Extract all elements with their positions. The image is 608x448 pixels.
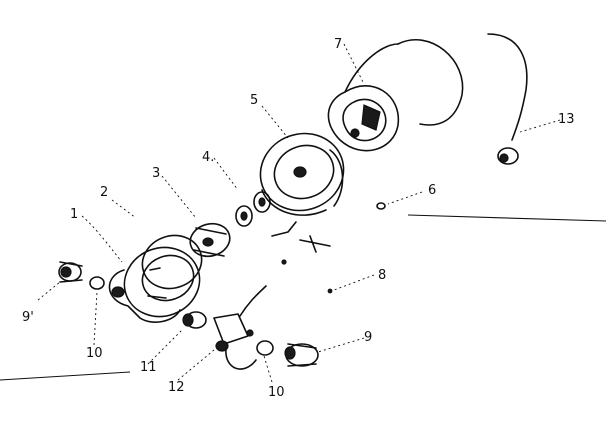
callout-9-left: 9' — [22, 310, 34, 325]
callout-7: 7 — [334, 37, 342, 52]
divider-line-right — [407, 214, 607, 222]
pump-body — [108, 246, 201, 323]
shaft-seal — [235, 191, 271, 227]
leader-lines — [37, 43, 561, 383]
gasket — [141, 234, 203, 290]
callout-8: 8 — [378, 268, 386, 283]
callout-10-right: 10 — [268, 385, 285, 400]
part-8-screw — [281, 259, 287, 265]
part-6-fitting — [376, 202, 386, 210]
callout-10-left: 10 — [86, 346, 103, 361]
impeller — [189, 222, 231, 258]
seal-plate — [259, 132, 345, 216]
power-cord — [487, 33, 528, 141]
callout-2: 2 — [100, 185, 108, 200]
callout-9-right: 9 — [364, 330, 372, 345]
callout-3: 3 — [152, 166, 160, 181]
pressure-switch — [213, 285, 267, 370]
nipple-right — [256, 340, 274, 356]
callout-6: 6 — [428, 183, 436, 198]
callout-11: 11 — [140, 360, 157, 375]
callout-1: 1 — [70, 207, 78, 222]
fitting-right — [284, 343, 319, 367]
callout-13: 13 — [558, 112, 575, 127]
motor-housing — [327, 38, 464, 152]
callout-4: 4. — [202, 150, 214, 165]
part-8-bracket — [271, 221, 331, 253]
part-8-nut — [327, 288, 333, 294]
callout-5: 5 — [250, 93, 258, 108]
callout-12: 12 — [168, 380, 185, 395]
pipe-nipple — [182, 311, 207, 329]
fitting-left — [58, 261, 83, 283]
cord-plug — [497, 147, 519, 165]
nipple-left — [89, 276, 105, 290]
divider-line-left — [0, 371, 131, 381]
